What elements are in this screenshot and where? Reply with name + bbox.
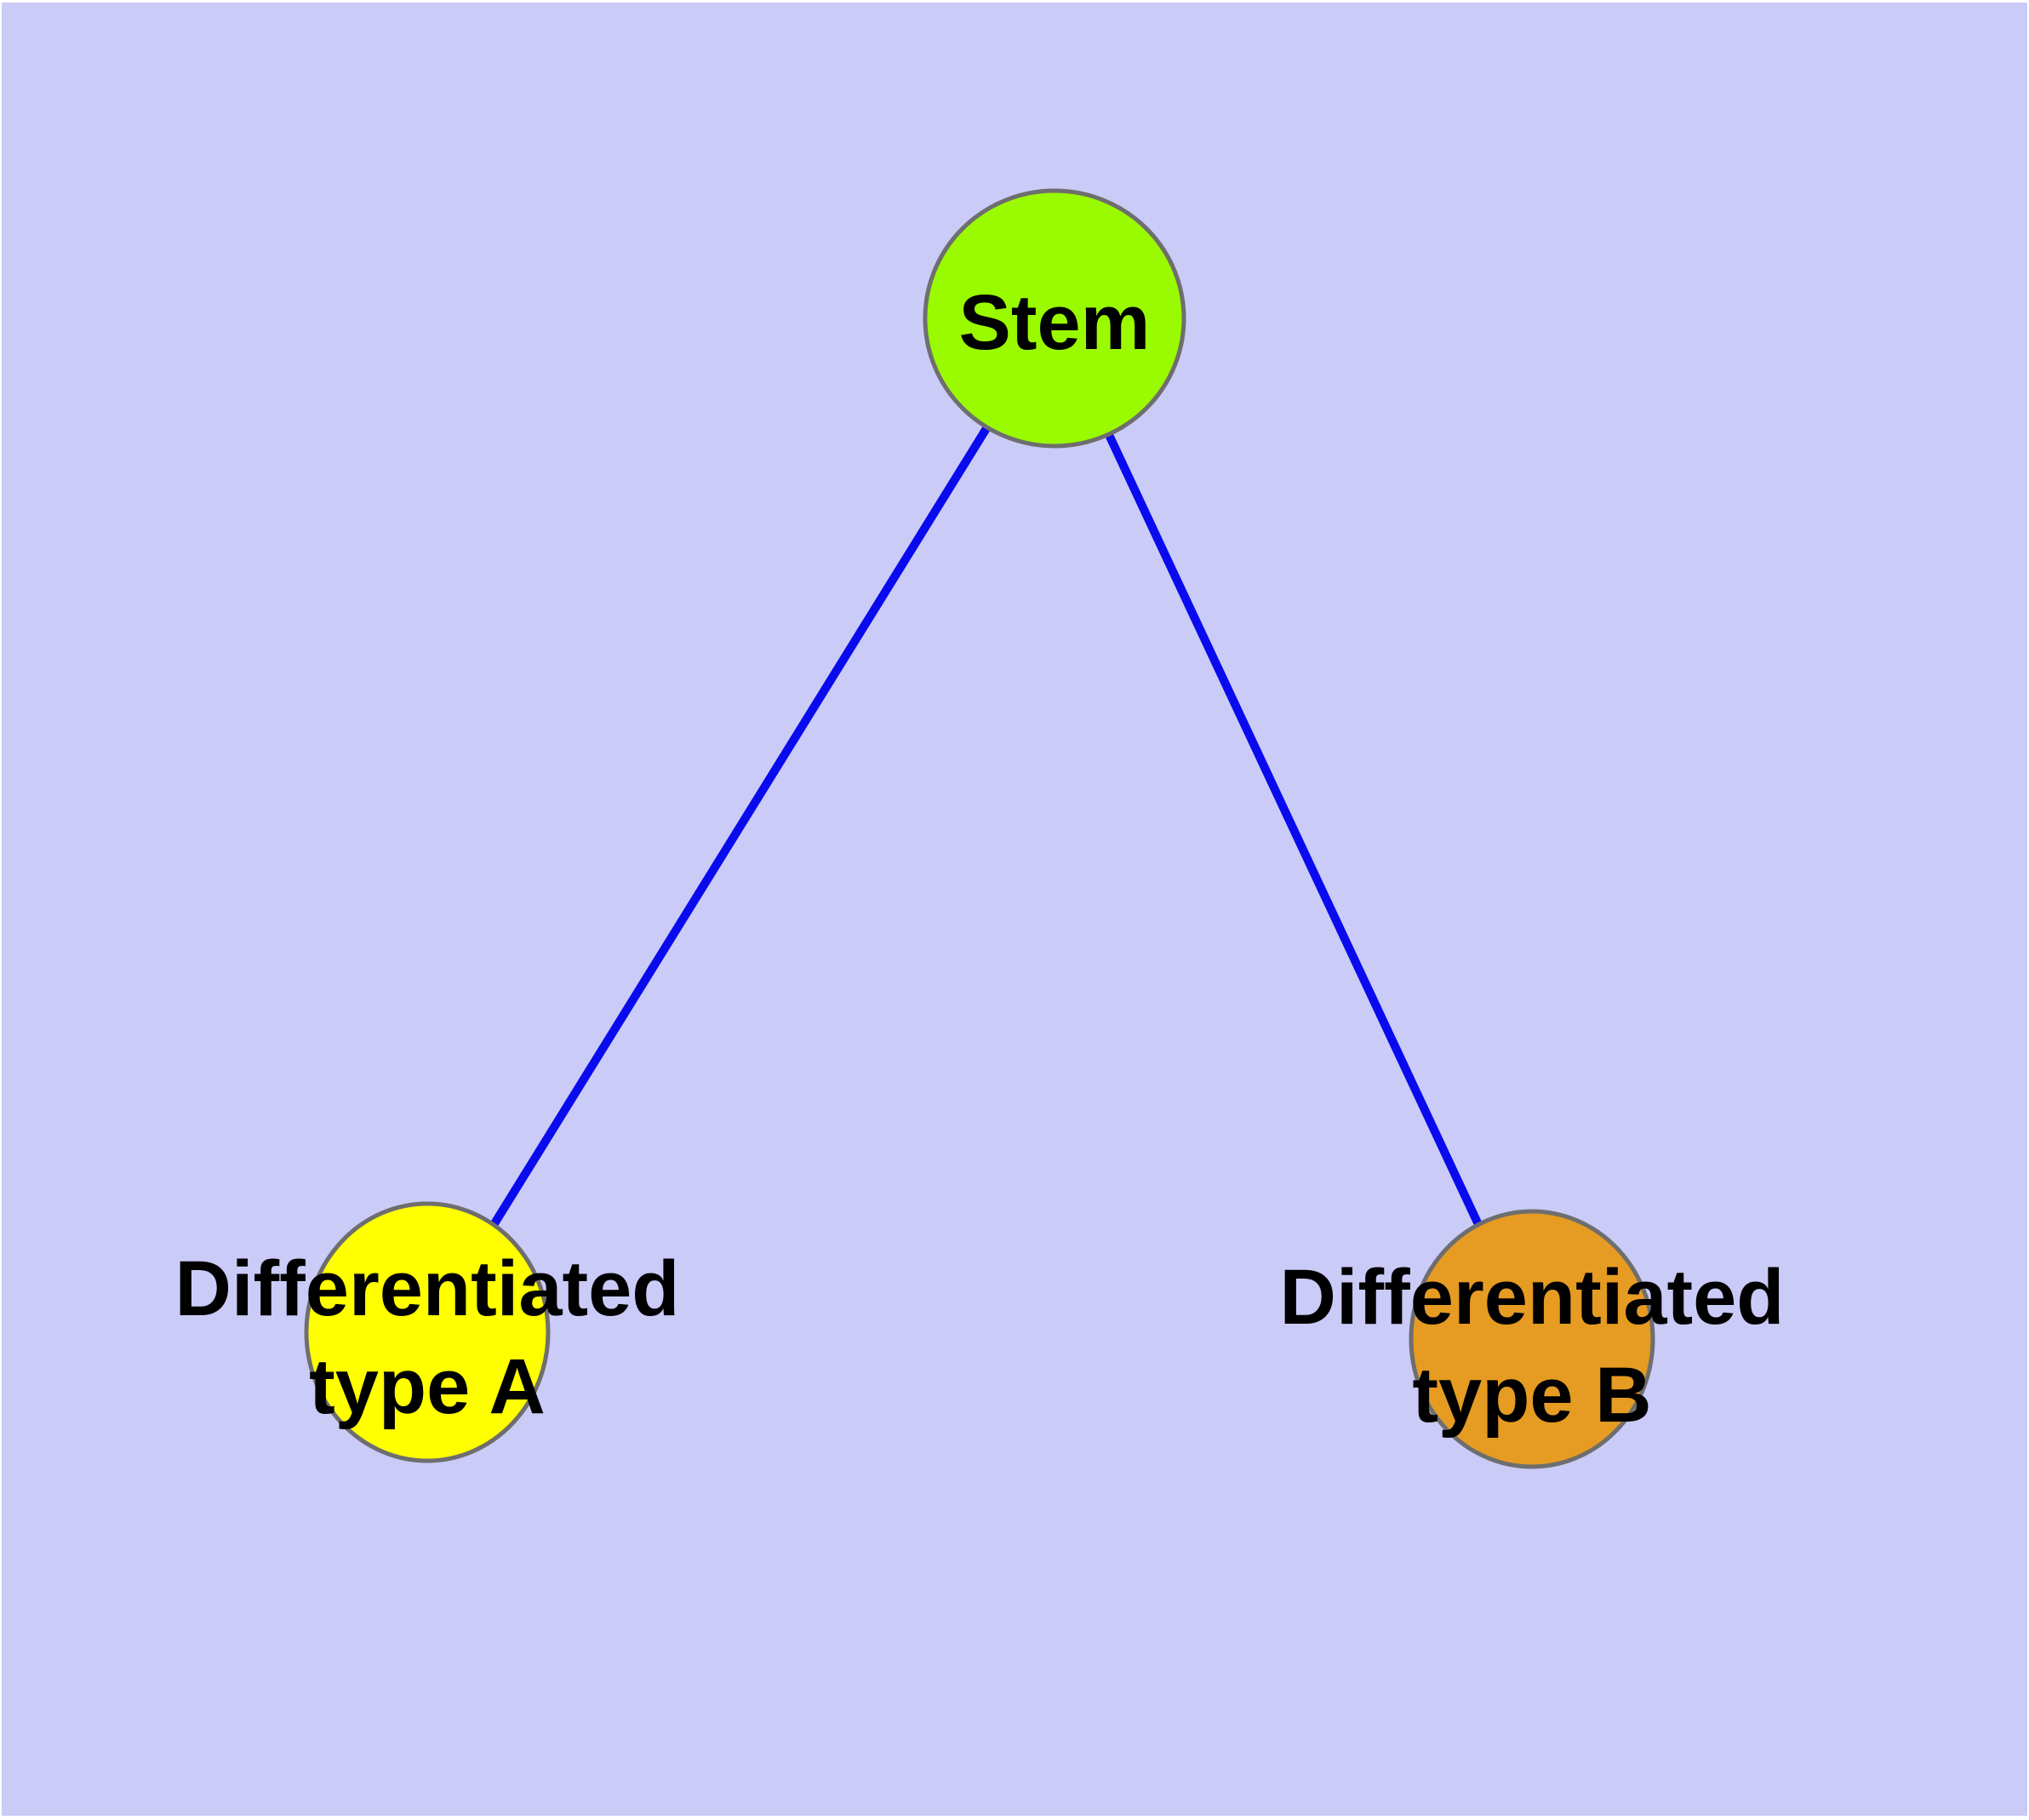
edge-group bbox=[423, 316, 1536, 1342]
node-differentiated-type-a-label-line2: type A bbox=[309, 1343, 546, 1430]
node-differentiated-type-a-label-line1: Differentiated bbox=[175, 1245, 680, 1332]
node-differentiated-type-b-shape bbox=[1409, 1209, 1655, 1469]
node-differentiated-type-b-label-line1: Differentiated bbox=[1280, 1254, 1785, 1341]
node-stem-label: Stem bbox=[959, 279, 1151, 366]
node-differentiated-type-a: Differentiated type A bbox=[175, 1201, 680, 1463]
edge-stem-to-type-b bbox=[1050, 316, 1536, 1342]
node-differentiated-type-b: Differentiated type B bbox=[1280, 1209, 1785, 1469]
node-stem-shape bbox=[923, 188, 1186, 449]
node-stem: Stem bbox=[923, 188, 1186, 449]
edge-stem-to-type-a bbox=[423, 316, 1059, 1335]
node-differentiated-type-a-shape bbox=[304, 1201, 551, 1463]
node-differentiated-type-b-label-line2: type B bbox=[1412, 1352, 1651, 1439]
